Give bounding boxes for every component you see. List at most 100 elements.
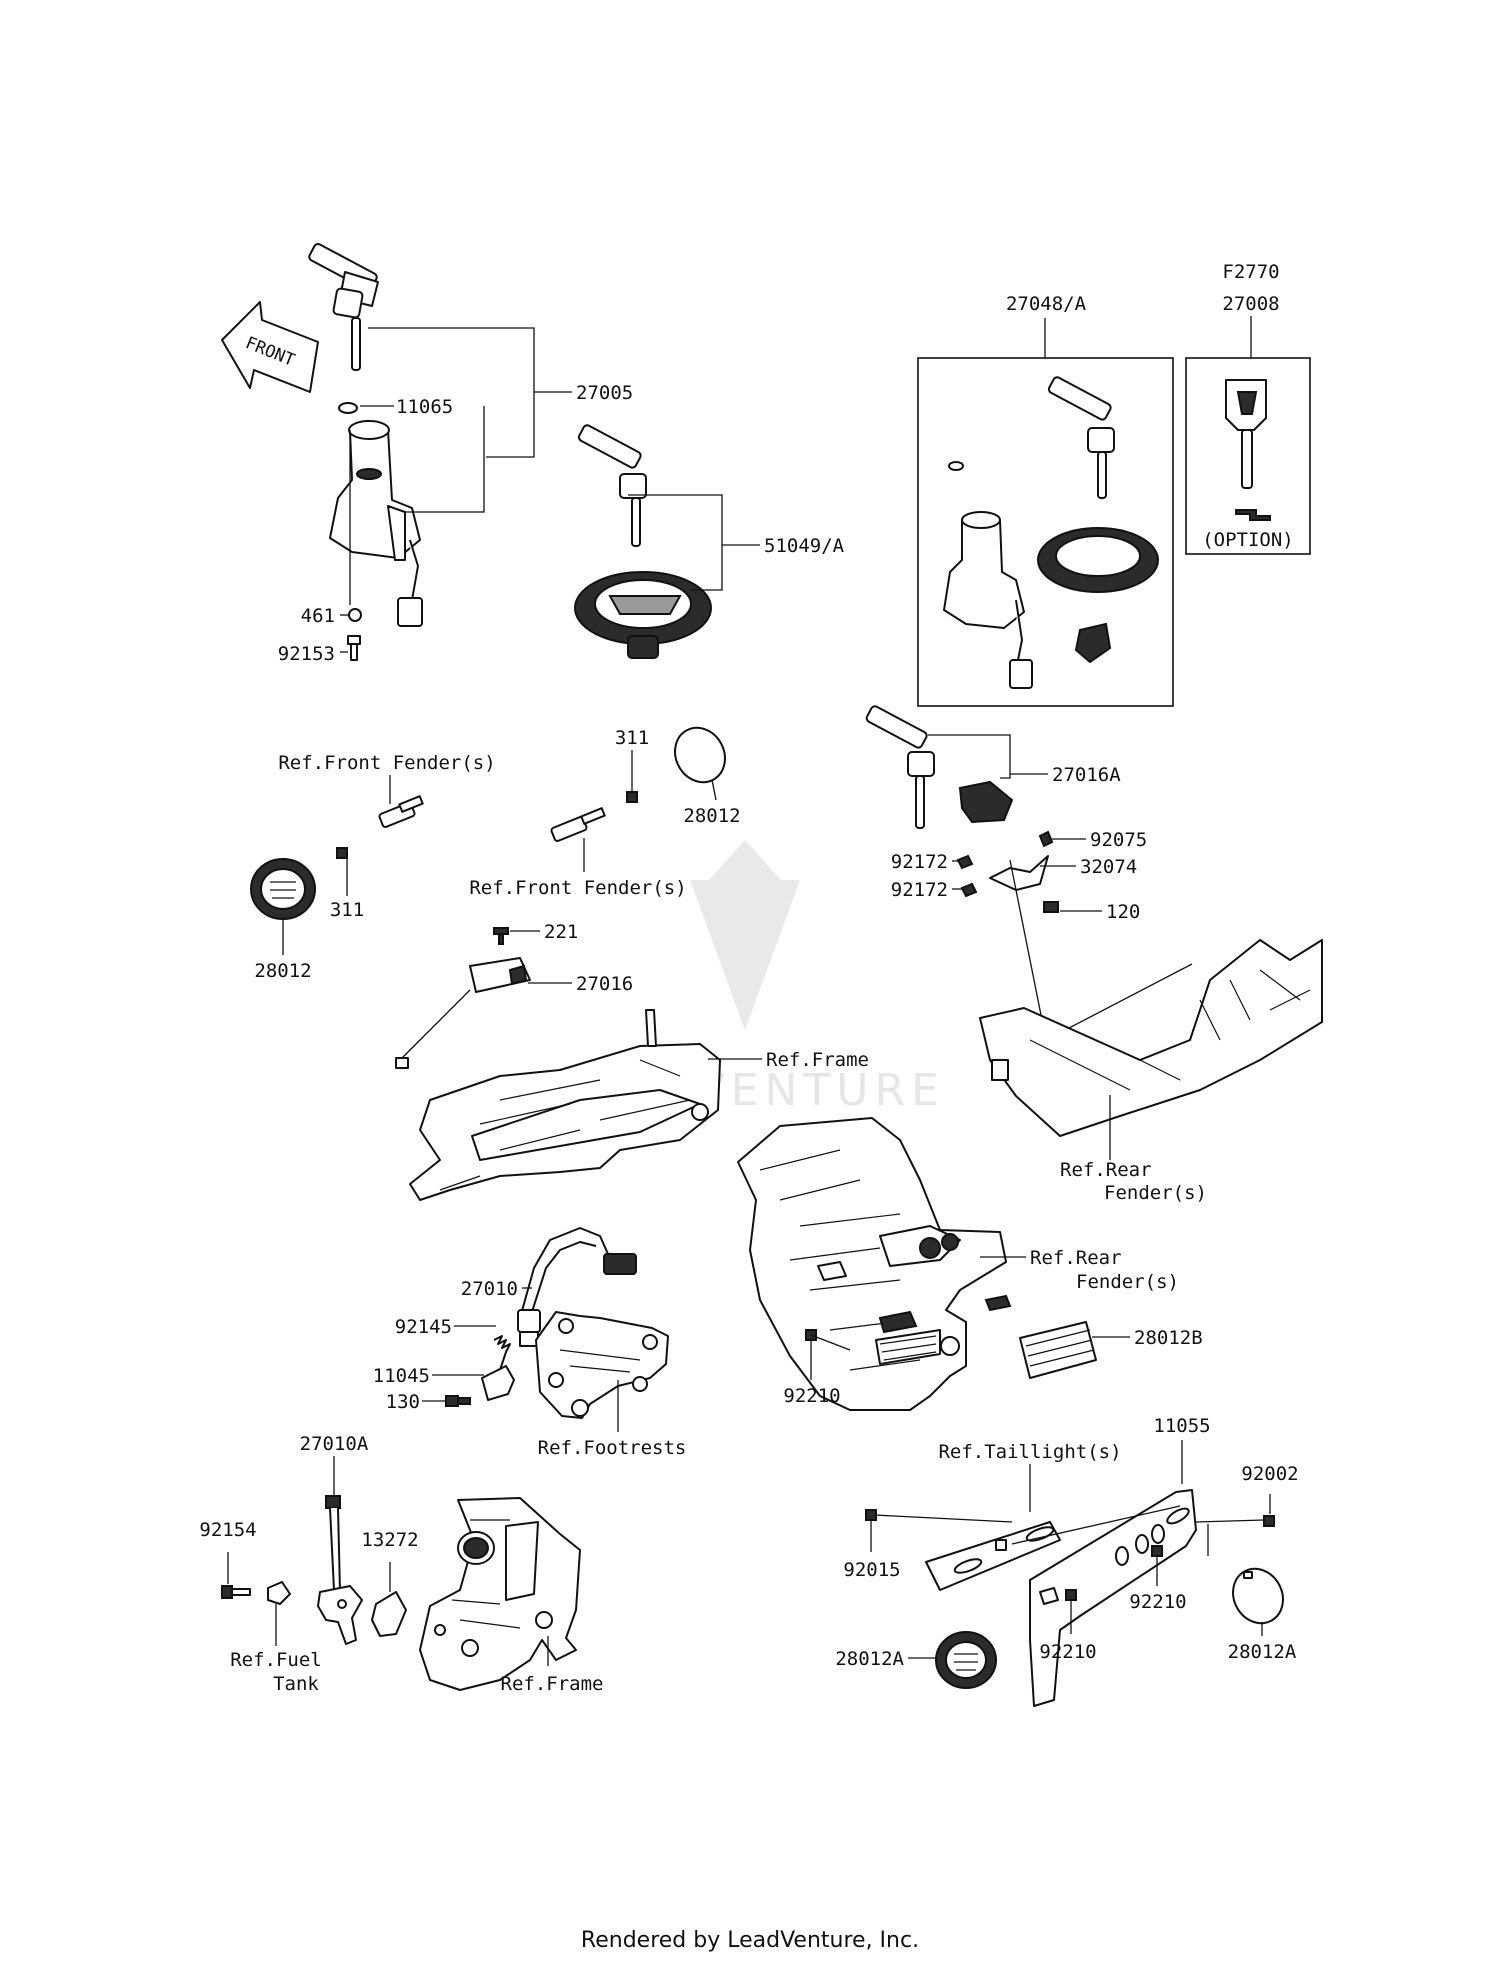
bolt-120 <box>1043 901 1059 913</box>
ref-frame-bracket <box>419 1497 581 1691</box>
leader-11065-b <box>404 406 485 513</box>
fuel-cap-keys <box>577 424 647 547</box>
nut-311-left <box>336 847 348 859</box>
leader-27005 <box>368 327 535 458</box>
screw-92002 <box>1263 1515 1275 1527</box>
label-130: 130 <box>386 1391 420 1413</box>
label-27005: 27005 <box>576 382 633 404</box>
label-311-center: 311 <box>615 727 649 749</box>
rear-fender-lower <box>737 1117 1012 1411</box>
bracket-32074 <box>989 855 1049 891</box>
plate-11055 <box>1029 1489 1197 1707</box>
label-ref-rear-fender-1a: Ref.Rear <box>1060 1159 1152 1181</box>
label-92210-rear: 92210 <box>783 1385 840 1407</box>
leader-27016A <box>928 734 1011 779</box>
screw-92172-a <box>956 854 974 870</box>
bolt-92154 <box>221 1585 251 1599</box>
sensor-27010A <box>317 1495 363 1645</box>
label-92210-plate-a: 92210 <box>1129 1591 1186 1613</box>
label-ref-taillight: Ref.Taillight(s) <box>938 1441 1121 1463</box>
bracket-11045 <box>481 1365 515 1401</box>
nut-311-center <box>626 791 638 803</box>
switch-27016 <box>395 957 531 1069</box>
fuel-cap-51049A <box>574 571 712 659</box>
nut-92210-plate-b <box>1065 1589 1077 1601</box>
footer-credit: Rendered by LeadVenture, Inc. <box>581 1928 919 1953</box>
label-F2770: F2770 <box>1222 261 1279 283</box>
label-ref-footrests: Ref.Footrests <box>538 1437 687 1459</box>
label-311-left: 311 <box>330 899 364 921</box>
label-92015: 92015 <box>843 1559 900 1581</box>
screw-92075 <box>1038 830 1054 848</box>
screw-221 <box>493 927 509 945</box>
option-key-27008 <box>1225 379 1271 521</box>
label-28012-center: 28012 <box>683 805 740 827</box>
label-ref-front-fender-2: Ref.Front Fender(s) <box>469 877 686 899</box>
label-92075: 92075 <box>1090 829 1147 851</box>
ignition-switch-body <box>329 402 423 627</box>
lock-27016A <box>958 780 1014 824</box>
rear-fender-upper <box>979 939 1323 1137</box>
cap-28012-center <box>674 726 726 784</box>
cover-13272 <box>371 1591 407 1637</box>
washer-461 <box>348 608 362 622</box>
cap-28012A-left <box>935 1631 997 1689</box>
ignition-keys-27005 <box>308 243 379 371</box>
label-51049A: 51049/A <box>764 535 845 557</box>
label-27008: 27008 <box>1222 293 1279 315</box>
nut-92210-plate-a <box>1151 1545 1163 1557</box>
kit-box-27048A <box>917 357 1174 707</box>
label-28012-left: 28012 <box>254 960 311 982</box>
label-28012B: 28012B <box>1134 1327 1203 1349</box>
bolt-130 <box>445 1395 471 1407</box>
label-27048A: 27048/A <box>1006 293 1087 315</box>
label-ref-fuel-tank-2: Tank <box>273 1673 319 1695</box>
label-28012A-right: 28012A <box>1228 1641 1297 1663</box>
kit-ignition-switch <box>943 461 1033 689</box>
clamp-fuel-tank <box>267 1581 291 1605</box>
label-11065: 11065 <box>396 396 453 418</box>
ref-taillight-bracket <box>925 1521 1061 1591</box>
label-ref-fuel-tank-1: Ref.Fuel <box>230 1649 322 1671</box>
label-ref-rear-fender-2a: Ref.Rear <box>1030 1247 1122 1269</box>
label-ref-frame-1: Ref.Frame <box>766 1049 869 1071</box>
label-120: 120 <box>1106 901 1140 923</box>
kit-keys <box>1047 376 1115 499</box>
label-32074: 32074 <box>1080 856 1137 878</box>
label-92210-plate-b: 92210 <box>1039 1641 1096 1663</box>
option-key-box <box>1185 357 1311 555</box>
label-27010A: 27010A <box>300 1433 369 1455</box>
sensor-27010 <box>517 1227 637 1347</box>
label-92172-a: 92172 <box>891 851 948 873</box>
label-27016A: 27016A <box>1052 764 1121 786</box>
stud-front-fender-2 <box>550 807 606 842</box>
label-13272: 13272 <box>361 1529 418 1551</box>
reflector-28012B <box>1019 1321 1097 1379</box>
screw-92172-b <box>960 882 978 898</box>
nut-92015 <box>865 1509 877 1521</box>
label-11045: 11045 <box>373 1365 430 1387</box>
cap-28012A-right <box>1232 1567 1284 1625</box>
label-221: 221 <box>544 921 578 943</box>
label-92154: 92154 <box>199 1519 256 1541</box>
label-92002: 92002 <box>1241 1463 1298 1485</box>
stud-front-fender-1 <box>378 795 424 828</box>
label-11055: 11055 <box>1153 1415 1210 1437</box>
label-ref-frame-2: Ref.Frame <box>501 1673 604 1695</box>
label-ref-front-fender-1: Ref.Front Fender(s) <box>278 752 495 774</box>
ref-frame-rear-subframe <box>409 1009 721 1201</box>
label-92172-b: 92172 <box>891 879 948 901</box>
watermark-logo <box>690 840 800 1030</box>
label-ref-rear-fender-1b: Fender(s) <box>1104 1182 1207 1204</box>
keys-27016A <box>865 705 935 829</box>
label-461: 461 <box>301 605 335 627</box>
kit-fuel-cap <box>1037 527 1159 664</box>
label-27010: 27010 <box>461 1278 518 1300</box>
cap-28012-left <box>250 858 316 920</box>
ref-footrests-bracket <box>535 1311 669 1419</box>
label-92153: 92153 <box>278 643 335 665</box>
label-92145: 92145 <box>395 1316 452 1338</box>
bolt-92153 <box>347 635 361 661</box>
label-27016: 27016 <box>576 973 633 995</box>
